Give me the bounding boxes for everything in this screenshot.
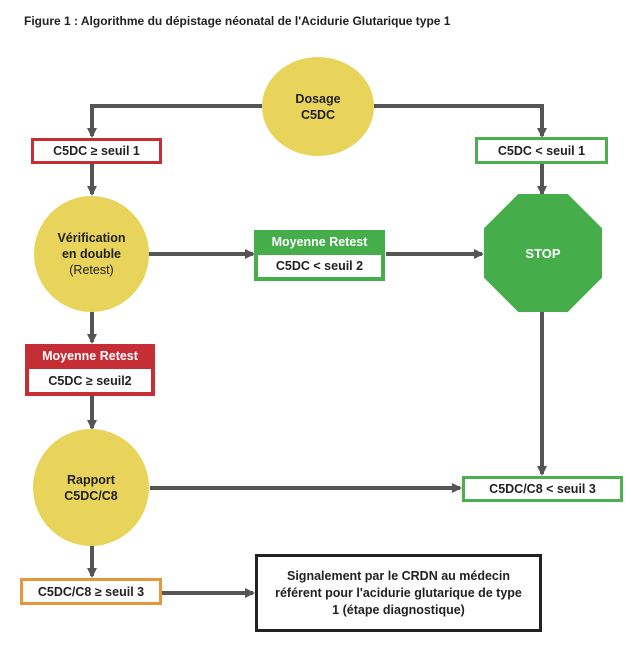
rapport-node: Rapport C5DC/C8 [33,429,149,546]
signalement-box: Signalement par le CRDN au médecin référ… [255,554,542,632]
ratio-ge-seuil3-box: C5DC/C8 ≥ seuil 3 [20,578,162,605]
retest-red-header: Moyenne Retest [42,349,138,363]
rapport-label: Rapport [67,472,115,487]
ratio-lt-seuil3-box: C5DC/C8 < seuil 3 [462,476,623,502]
retest-green-body: C5DC < seuil 2 [258,255,381,277]
rapport-ratio-label: C5DC/C8 [64,488,118,503]
dosage-label: Dosage [295,91,341,106]
c5dc-lt-seuil1-box: C5DC < seuil 1 [475,137,608,164]
arrow-dosage-to-lt-seuil1 [374,104,547,138]
retest-green-header: Moyenne Retest [271,235,368,249]
verification-label: Vérification [57,231,126,245]
retest-red-box: Moyenne Retest C5DC ≥ seuil2 [25,344,155,396]
figure-title: Figure 1 : Algorithme du dépistage néona… [24,14,451,28]
retest-label: (Retest) [69,263,114,277]
dosage-c5dc-label: C5DC [300,107,336,122]
verification-node: Vérification en double (Retest) [34,196,149,312]
c5dc-ge-seuil1-box: C5DC ≥ seuil 1 [31,138,162,164]
en-double-label: en double [61,247,122,261]
dosage-c5dc-node: Dosage C5DC [262,57,374,156]
stop-octagon: STOP [484,194,602,312]
retest-red-body: C5DC ≥ seuil2 [29,369,151,392]
arrow-dosage-to-ge-seuil1 [87,104,262,138]
retest-green-box: Moyenne Retest C5DC < seuil 2 [254,230,385,281]
